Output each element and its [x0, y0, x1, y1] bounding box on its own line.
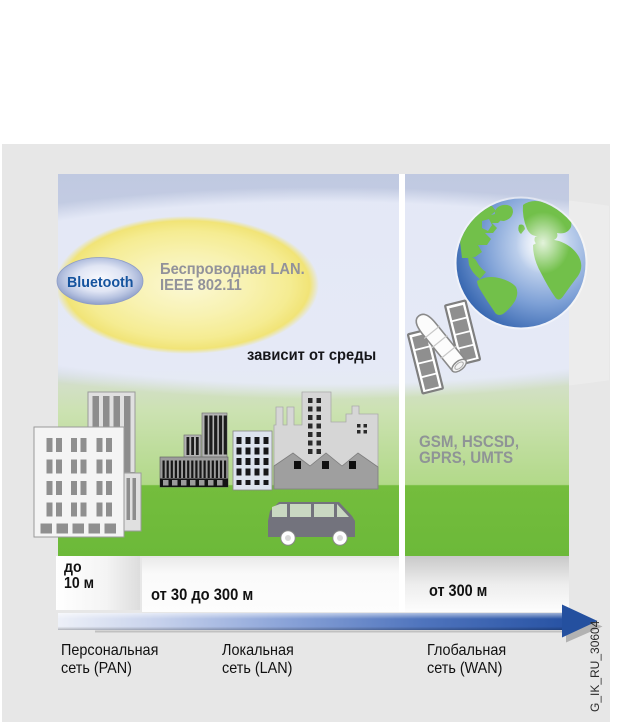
svg-text:G_IK_RU_30604: G_IK_RU_30604 — [588, 620, 602, 712]
